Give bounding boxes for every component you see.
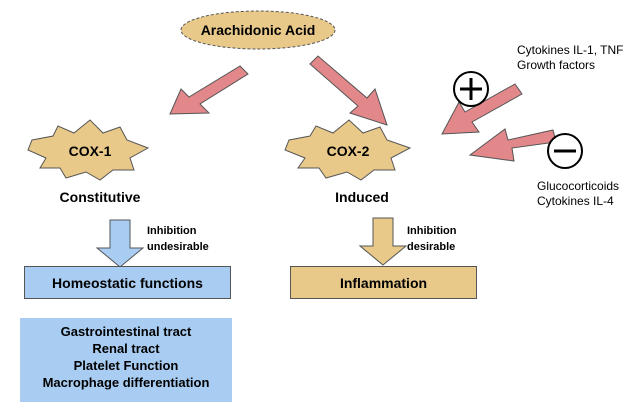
inhibition-desirable-line2: desirable [407,241,456,253]
arachidonic-acid-ellipse [180,10,336,50]
cox2-caption: Induced [335,189,389,205]
cox1-label: COX-1 [68,143,112,159]
list-item: Macrophage differentiation [42,375,210,390]
arrow-to-cox1 [169,65,249,115]
inhibition-desirable-line1: Inhibition [407,225,457,237]
arachidonic-acid-label: Arachidonic Acid [200,22,316,38]
inhibition-undesirable-line2: undesirable [147,241,209,253]
arrow-cox2-down [358,217,408,266]
stimulator-line1: Cytokines IL-1, TNF [517,43,624,57]
homeostatic-list: Gastrointestinal tract Renal tract Plate… [20,318,232,402]
cox1-caption: Constitutive [59,189,141,205]
cox2-label: COX-2 [326,143,370,159]
list-item: Gastrointestinal tract [60,324,192,339]
arrow-to-cox2 [309,55,388,126]
homeostatic-functions-label: Homeostatic functions [52,274,203,291]
stimulator-line2: Growth factors [517,58,596,72]
inhibitor-line2: Cytokines IL-4 [537,194,614,208]
homeostatic-functions-box: Homeostatic functions [24,266,231,299]
inhibition-undesirable-line1: Inhibition [147,225,197,237]
arrow-cox1-down [95,219,145,268]
inhibitor-line1: Glucocorticoids [537,179,620,193]
list-item: Renal tract [92,341,160,356]
cox2-star-shape [284,119,412,181]
list-item: Platelet Function [73,358,179,373]
cox1-star-shape [27,119,150,181]
inflammation-label: Inflammation [339,274,428,291]
arrow-inhibitors [468,128,557,162]
arrow-stimulators [441,83,523,135]
inflammation-box: Inflammation [290,266,477,299]
